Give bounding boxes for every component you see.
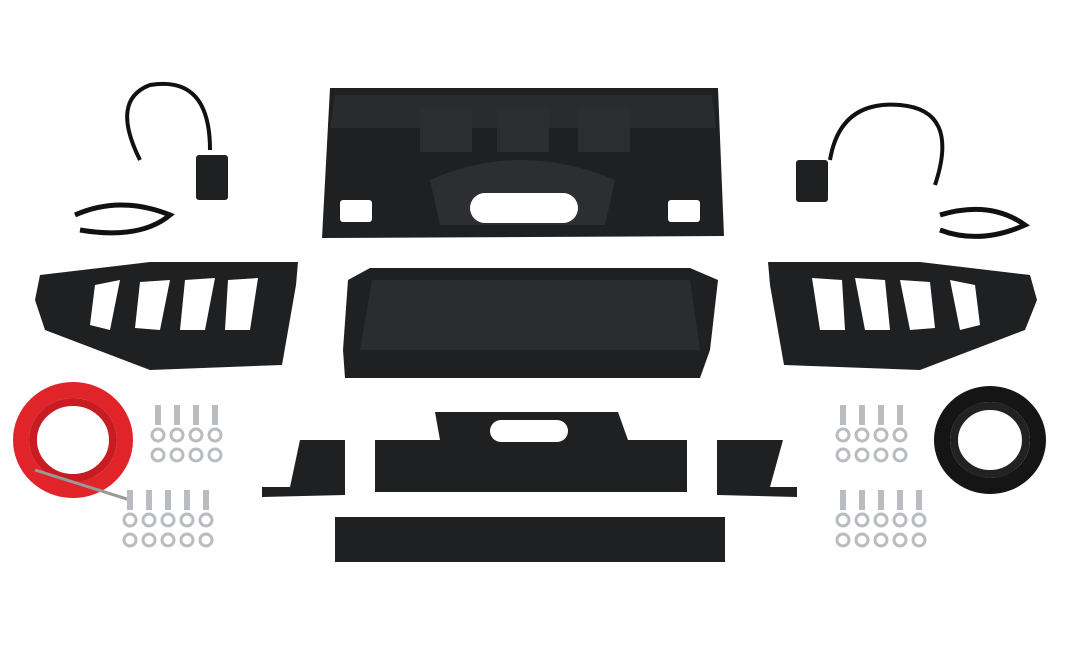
bolt [897, 405, 903, 425]
bolt [146, 490, 152, 510]
bolt [184, 490, 190, 510]
washer [150, 447, 166, 463]
nut [911, 512, 927, 528]
nut [150, 427, 166, 443]
small-bracket-left [262, 440, 345, 497]
nut [198, 512, 214, 528]
washer [873, 532, 889, 548]
nut [160, 512, 176, 528]
bolt [878, 405, 884, 425]
light-opening-right [668, 200, 700, 222]
bolt [840, 490, 846, 510]
washer [835, 447, 851, 463]
bolt [193, 405, 199, 425]
nut [122, 512, 138, 528]
washer [854, 447, 870, 463]
washer [892, 447, 908, 463]
nut [141, 512, 157, 528]
winch-mount [375, 412, 687, 492]
nut [854, 512, 870, 528]
bolt [859, 490, 865, 510]
bolt [878, 490, 884, 510]
black-cable-coil [934, 386, 1046, 494]
bolt [203, 490, 209, 510]
nut [873, 512, 889, 528]
skid-plate [322, 88, 724, 238]
nut [892, 427, 908, 443]
winch-tray [343, 268, 718, 378]
nut [835, 427, 851, 443]
bolt [155, 405, 161, 425]
bolt [165, 490, 171, 510]
nut [892, 512, 908, 528]
side-bracket-right [768, 262, 1037, 370]
nut [179, 512, 195, 528]
light-pod-right [796, 102, 1031, 239]
nut [873, 427, 889, 443]
bottom-plate [335, 517, 725, 562]
light-pod-left [73, 81, 228, 236]
nut [835, 512, 851, 528]
light-opening-left [340, 200, 372, 222]
washer [122, 532, 138, 548]
nut [854, 427, 870, 443]
bolt [859, 405, 865, 425]
bolt [127, 490, 133, 510]
washer [179, 532, 195, 548]
washer [911, 532, 927, 548]
washer [854, 532, 870, 548]
washer [873, 447, 889, 463]
bolt [840, 405, 846, 425]
bolt [916, 490, 922, 510]
washer [188, 447, 204, 463]
red-cable-coil [13, 382, 133, 502]
winch-fairlead-opening [470, 193, 578, 223]
washer [198, 532, 214, 548]
bolt [212, 405, 218, 425]
hardware-bolts-nuts-washers [122, 405, 927, 548]
washer [835, 532, 851, 548]
bolt [174, 405, 180, 425]
washer [169, 447, 185, 463]
nut [188, 427, 204, 443]
nut [207, 427, 223, 443]
bolt [897, 490, 903, 510]
washer [141, 532, 157, 548]
washer [207, 447, 223, 463]
side-bracket-left [35, 262, 298, 370]
small-bracket-right [717, 440, 797, 497]
washer [892, 532, 908, 548]
washer [160, 532, 176, 548]
nut [169, 427, 185, 443]
